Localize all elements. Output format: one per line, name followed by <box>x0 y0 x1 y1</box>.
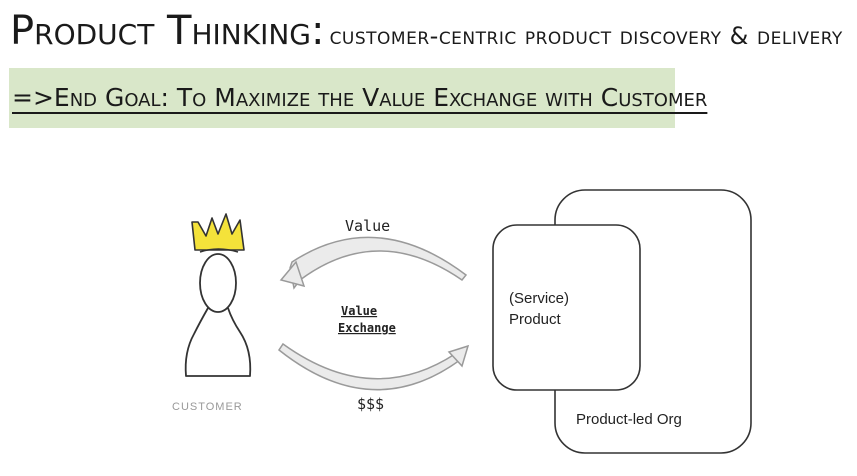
org-box-label: Product-led Org <box>576 411 682 428</box>
customer-label: CUSTOMER <box>172 401 243 413</box>
money-label: $$$ <box>357 395 384 413</box>
value-label: Value <box>345 217 390 235</box>
value-arrow <box>279 236 468 290</box>
product-box-label-line1: (Service) <box>509 290 569 307</box>
slide-title: Product Thinking: <box>10 8 325 54</box>
slide-title-row: Product Thinking: customer-centric produ… <box>10 8 850 54</box>
customer-head <box>199 253 237 313</box>
customer-figure <box>184 213 252 377</box>
service-product-box <box>492 224 641 391</box>
crown-icon <box>191 213 245 251</box>
goal-highlight-bar <box>9 68 675 128</box>
product-box-label-line2: Product <box>509 311 562 328</box>
money-arrow <box>277 342 470 391</box>
value-exchange-label-line2: Exchange <box>338 321 396 335</box>
customer-body <box>184 307 252 377</box>
slide-subtitle: customer-centric product discovery & del… <box>329 22 843 50</box>
value-exchange-label-line1: Value <box>341 304 377 318</box>
goal-statement: =>End Goal: To Maximize the Value Exchan… <box>12 83 708 112</box>
